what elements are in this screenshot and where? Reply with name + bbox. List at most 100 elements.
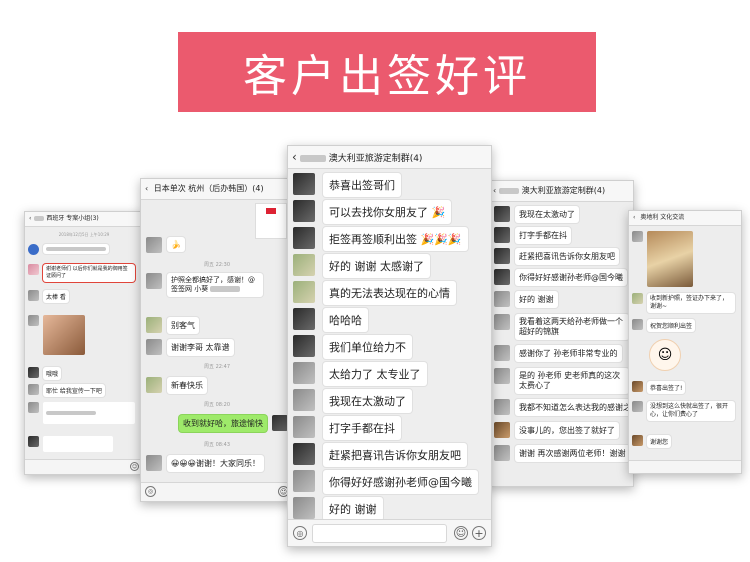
message: 谢谢您 [632,435,672,448]
message: 赶紧把喜讯告诉你女朋友吧 [494,248,619,265]
plus-icon[interactable]: + [472,526,486,540]
banner-title: 客户出签好评 [243,51,531,102]
avatar [293,362,315,384]
message-bubble: 好的 谢谢 [323,497,383,521]
message-text: 好的 谢谢 太感谢了 [329,260,424,273]
avatar [272,415,288,431]
avatar [494,445,510,461]
avatar [632,319,643,330]
avatar [146,317,162,333]
message: 你得好好感谢孙老师@国今曦 [293,470,478,494]
chat-title: 澳大利亚旅游定制群(4) [521,186,606,195]
message: 祝贺您顺利出签 [632,319,696,332]
message-text: 我们单位给力不 [329,341,406,354]
timestamp: 2018年12月5日 上午10:29 [58,232,110,237]
avatar [293,470,315,492]
back-icon[interactable]: ‹ [292,150,297,164]
avatar [293,389,315,411]
message-input[interactable] [312,524,447,543]
avatar [494,368,510,384]
avatar [632,381,643,392]
message-text: 你得好好感谢孙老师@国今曦 [329,476,472,489]
message-bubble: 恭喜出签哥们 [323,173,401,197]
message: 是的 孙老师 史老师真的这次太费心了 [494,368,629,394]
message: 好的 谢谢 [293,497,383,521]
avatar [28,244,39,255]
avatar [28,367,39,378]
timestamp: 周五 08:43 [204,442,230,448]
back-icon[interactable]: ‹ [493,186,497,195]
chat-title-bar: ‹ 奥地利 文化交流 [629,211,741,226]
avatar [494,206,510,222]
message-text: 可以去找你女朋友了 [329,206,428,219]
sticker: ☺ [649,339,681,371]
message-text: 赶紧把喜讯告诉你女朋友吧 [329,449,461,462]
message: 打字手都在抖 [494,227,571,244]
link-card[interactable] [43,402,135,424]
timestamp: 周五 08:20 [204,402,230,408]
avatar [293,254,315,276]
avatar [146,273,162,289]
chat-title: 澳大利亚旅游定制群(4) [328,154,423,164]
avatar [293,227,315,249]
emoji-icon[interactable]: ☺ [130,462,139,471]
photo [43,315,85,355]
chat-title-bar: ‹ 日本单次 杭州（后办韩国）(4) [141,179,293,200]
avatar [632,401,643,412]
chat-title: 日本单次 杭州（后办韩国）(4) [153,184,264,193]
avatar [293,173,315,195]
message: 耶忙 给我宣传一下吧 [28,384,105,397]
avatar [494,269,510,285]
back-icon[interactable]: ‹ [633,214,636,221]
voice-icon[interactable]: ◎ [293,526,307,540]
message: 😀😀😀谢谢！大家同乐！ [146,455,265,472]
message: 哦哦 [28,367,62,380]
message [28,244,109,255]
back-icon[interactable]: ‹ [145,184,149,193]
message: 可以去找你女朋友了 🎉 [293,200,452,224]
avatar [293,308,315,330]
message: 恭喜出签哥们 [293,173,401,197]
message: 好的 谢谢 [494,291,558,308]
timestamp: 周五 22:47 [204,364,230,370]
message: 没想到这么快就出签了，很开心，让你们费心了 [632,401,735,421]
message: 你得好好感谢孙老师@国今曦 [494,269,627,286]
message: 谢谢老师们 以后你们就是我的御用签证顾问了 [28,264,135,282]
avatar [293,281,315,303]
avatar [293,200,315,222]
message: 我都不知道怎么表达我的感谢之情 [494,399,633,416]
avatar [28,402,39,413]
message-bubble: 太给力了 太专业了 [323,362,427,386]
input-bar: ◎ ☺ + [288,519,491,546]
message: 我们单位给力不 [293,335,412,359]
title-banner: 客户出签好评 [178,32,596,112]
chat-title-bar: ‹ 西班牙 专案小组(3) [25,212,143,227]
message: 别客气 [146,317,199,334]
back-icon[interactable]: ‹ [29,215,32,222]
avatar [494,227,510,243]
message: 护照全都搞好了，感谢！@签签网 小葵 [146,273,263,297]
avatar [146,339,162,355]
avatar [293,497,315,519]
link-card[interactable] [43,436,113,452]
avatar [146,455,162,471]
message [28,315,85,355]
message-bubble: 我现在太激动了 [323,389,412,413]
message: 新春快乐 [146,377,207,394]
message [632,231,693,287]
message-bubble: 我们单位给力不 [323,335,412,359]
message: 收到就好哈，旅途愉快 [179,415,288,432]
avatar [28,315,39,326]
message: 谢谢李哥 太靠谱 [146,339,234,356]
message-bubble: 你得好好感谢孙老师@国今曦 [323,470,478,494]
avatar [494,314,510,330]
message: 收到新护照，签证办下来了，谢谢~ [632,293,735,313]
voice-icon[interactable]: ◎ [145,486,156,497]
emoji-icon[interactable]: ☺ [454,526,468,540]
message: 打字手都在抖 [293,416,401,440]
message-text: 哈哈哈 [329,314,362,327]
message: 🍌 [146,237,185,253]
avatar [28,290,39,301]
chat-title-bar: ‹ 澳大利亚旅游定制群(4) [489,181,633,202]
avatar [28,436,39,447]
